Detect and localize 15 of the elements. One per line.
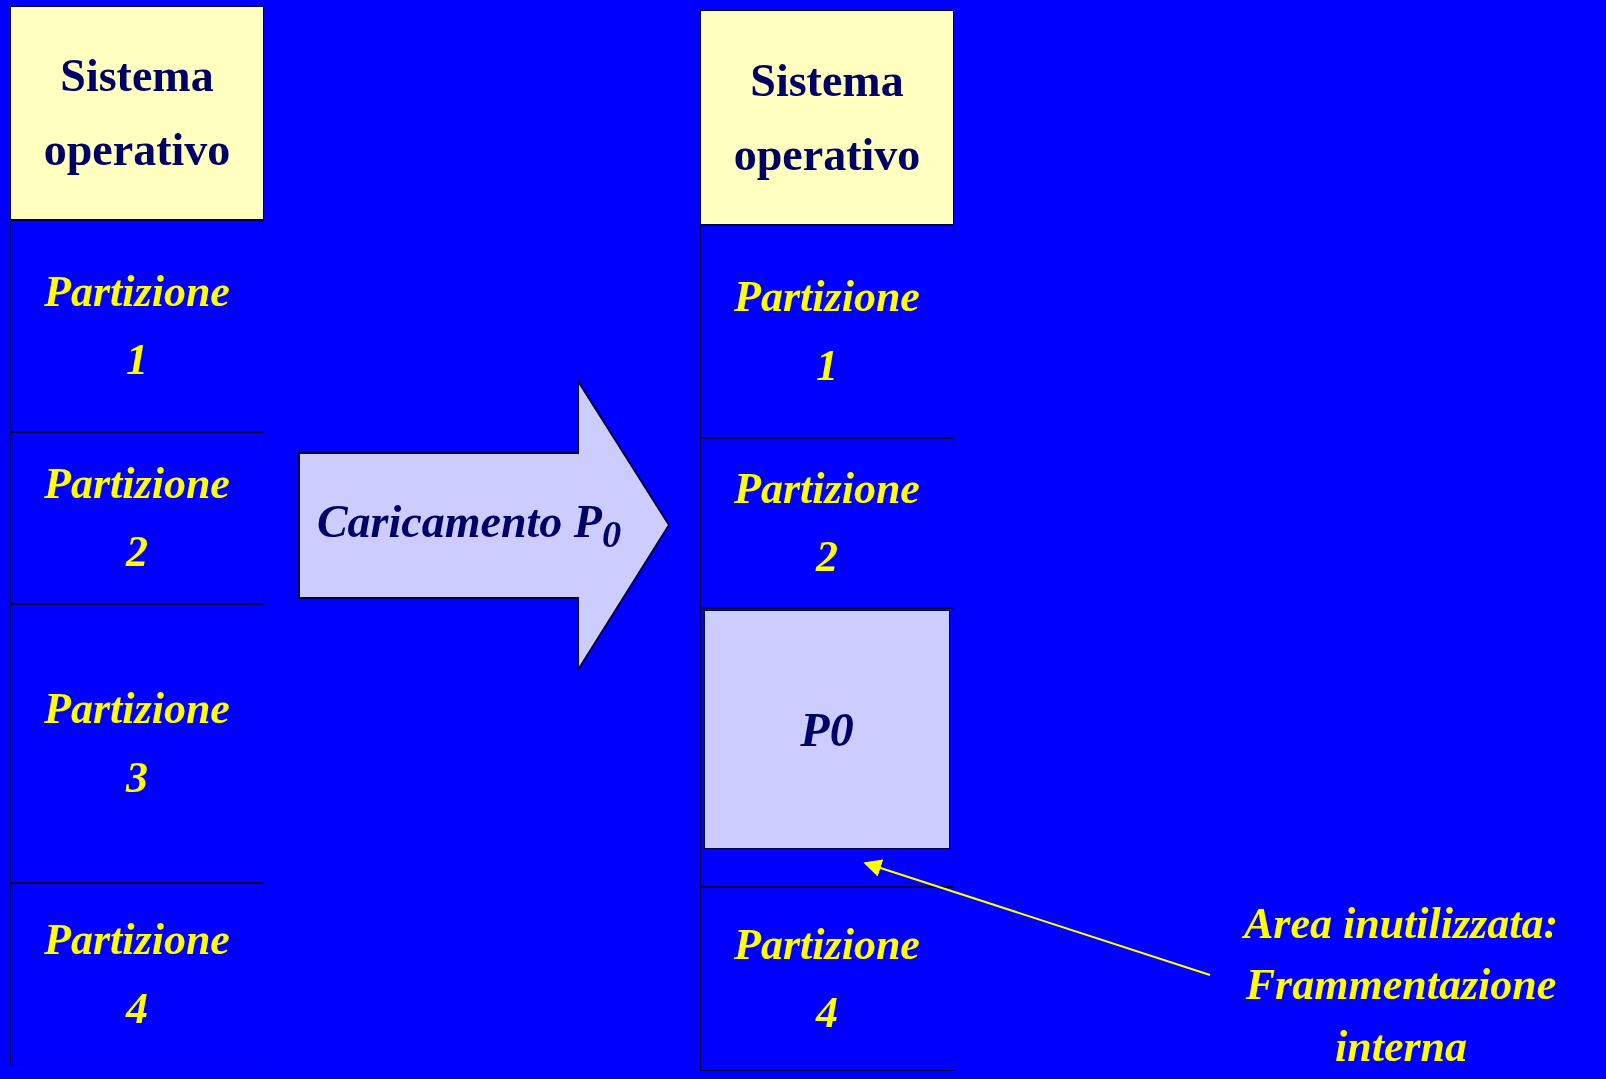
os-block: Sistema operativo (700, 10, 954, 225)
partition-block: Partizione 2 (10, 432, 264, 604)
partition-block: Partizione 1 (10, 220, 264, 432)
memory-partition (700, 608, 954, 887)
process-block: P0 (704, 610, 950, 849)
leader-line (863, 859, 1211, 976)
partition-block: Partizione 2 (700, 438, 954, 608)
partition-block: Partizione 3 (10, 604, 264, 883)
os-block: Sistema operativo (10, 6, 264, 220)
annotation-text: Area inutilizzata: Frammentazione interna (1200, 895, 1602, 1075)
partition-block: Partizione 1 (700, 225, 954, 438)
arrow-label: Caricamento P$_{0}$ (316, 494, 622, 557)
block-arrow (298, 380, 670, 671)
partition-block: Partizione 4 (10, 883, 264, 1066)
partition-block: Partizione 4 (700, 887, 954, 1071)
